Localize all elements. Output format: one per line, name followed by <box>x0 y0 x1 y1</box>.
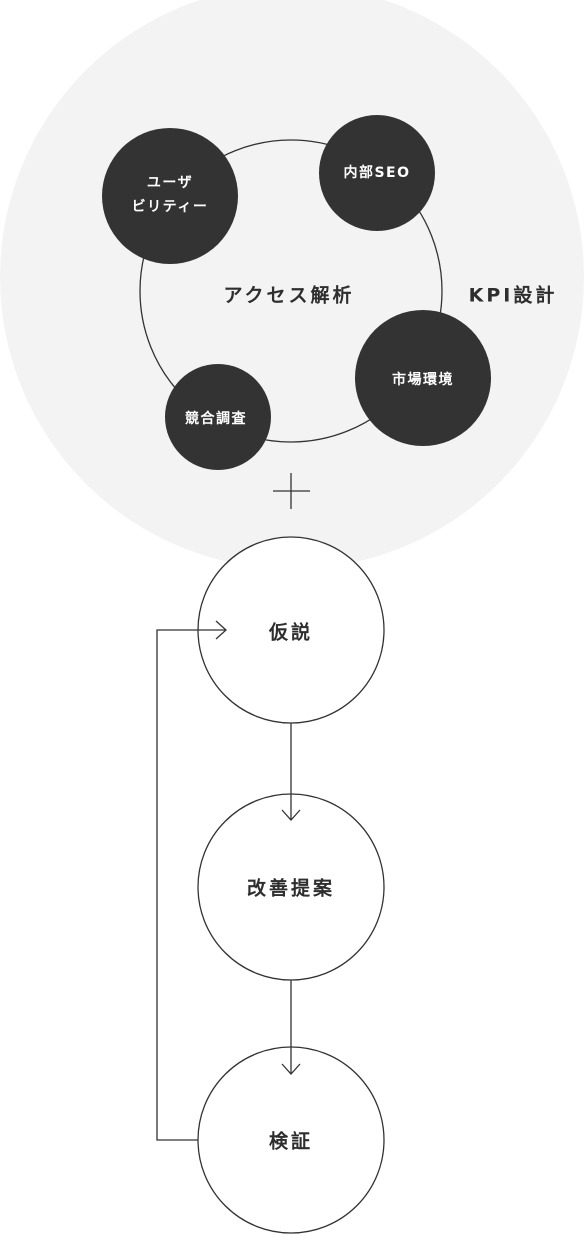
feedback-loop-arrow <box>156 620 227 1141</box>
arrow-down-icon <box>281 723 301 821</box>
arrow-down-icon <box>281 980 301 1075</box>
node-user-line1: ユーザ <box>146 175 194 191</box>
node-market-label: 市場環境 <box>392 372 454 388</box>
node-user-line2: ビリティー <box>131 199 209 215</box>
plus-icon <box>273 473 310 509</box>
node-competitor-label: 競合調査 <box>185 411 247 427</box>
background-disc <box>0 0 584 569</box>
node-seo-label: 内部SEO <box>343 165 411 181</box>
node-seo-circle <box>319 115 435 231</box>
step-proposal-label: 改善提案 <box>246 877 336 900</box>
center-label: アクセス解析 <box>223 284 355 307</box>
node-user-circle <box>102 128 238 264</box>
step-verification-label: 検証 <box>268 1130 314 1153</box>
node-user-label: ユーザ ビリティー <box>132 171 209 219</box>
node-competitor-circle <box>165 364 271 470</box>
center-ring <box>139 139 443 443</box>
step-hypothesis-label: 仮説 <box>268 621 314 644</box>
node-market-circle <box>355 310 491 446</box>
outer-label: KPI設計 <box>468 284 558 307</box>
